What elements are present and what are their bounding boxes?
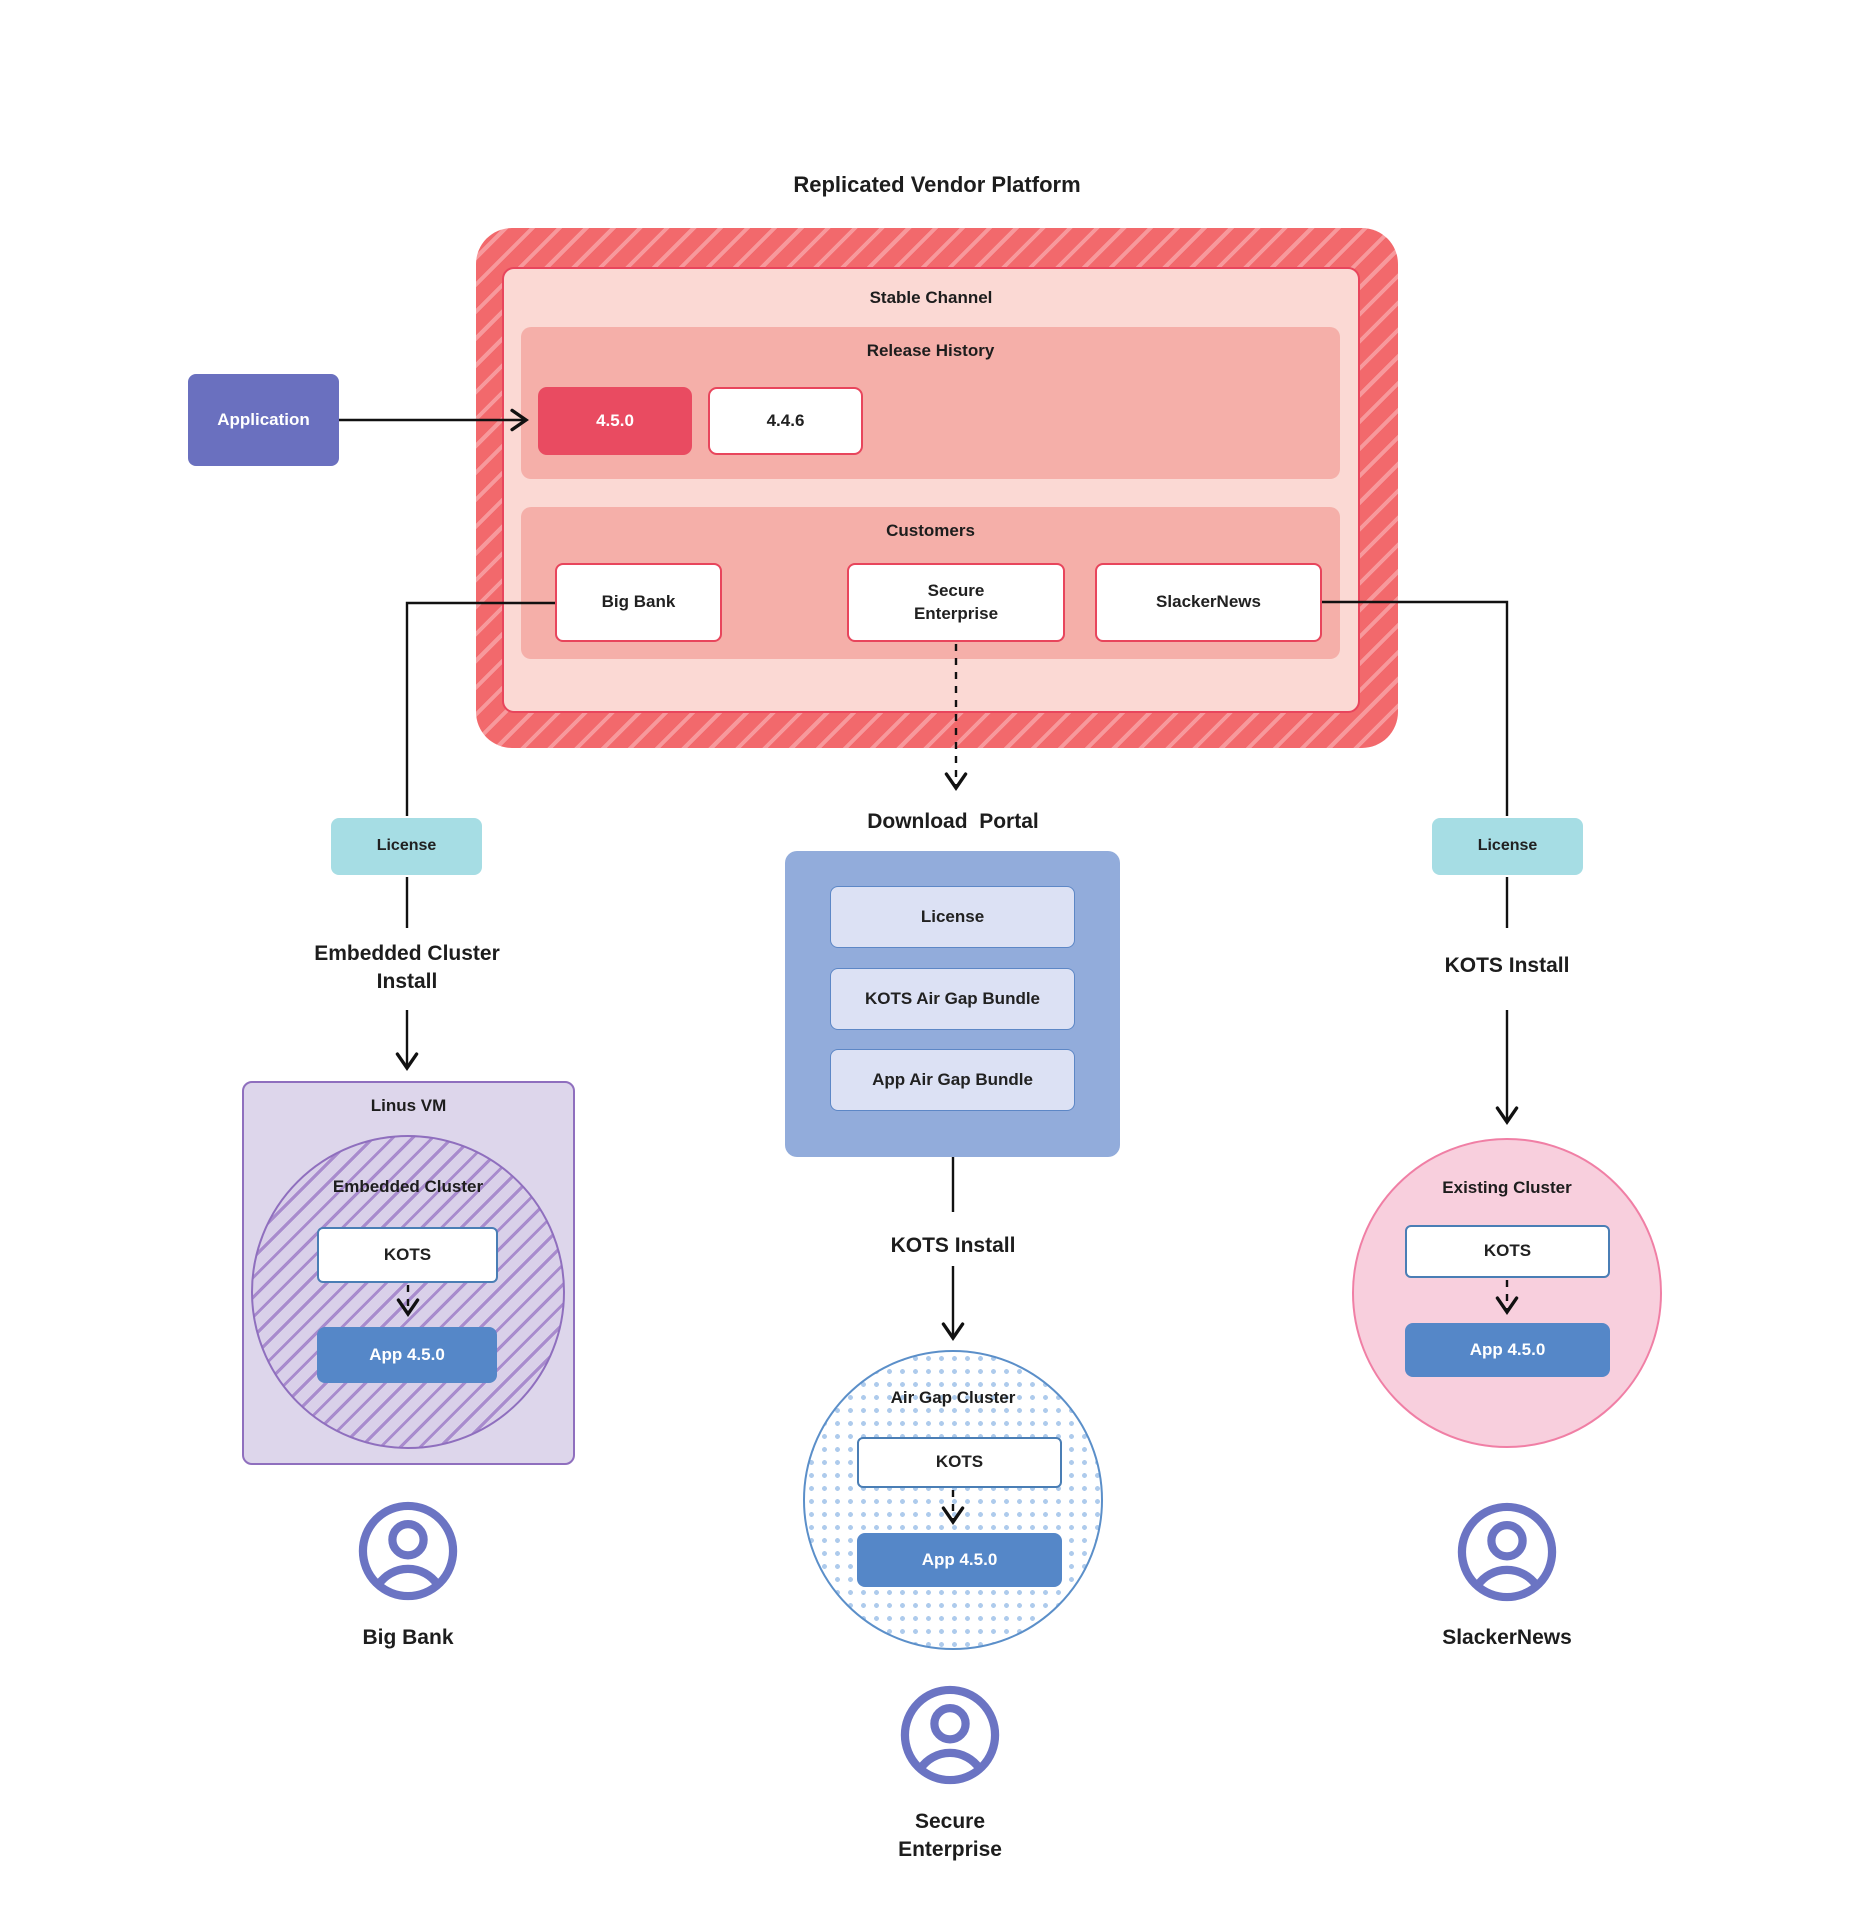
user-icon [1457,1502,1557,1602]
stable-channel-label: Stable Channel [869,288,993,307]
portal-item-kots-airgap-bundle[interactable]: KOTS Air Gap Bundle [830,968,1075,1030]
customer-secure-enterprise-label: Secure Enterprise [913,581,999,623]
user-icon [900,1685,1000,1785]
user-icon [358,1501,458,1601]
embedded-cluster-install-label: Embedded Cluster Install [314,942,500,994]
kots-install-label-right: KOTS Install [1444,954,1570,977]
air-gap-cluster-label: Air Gap Cluster [890,1388,1016,1407]
portal-item-app-airgap-bundle[interactable]: App Air Gap Bundle [830,1049,1075,1111]
download-portal-label: Download Portal [867,810,1039,833]
diagram-title: Replicated Vendor Platform [793,172,1081,197]
application-box: Application [188,374,339,466]
release-version-current[interactable]: 4.5.0 [538,387,692,455]
kots-box-right: KOTS [1405,1225,1610,1278]
kots-box-left: KOTS [317,1227,498,1283]
kots-box-middle: KOTS [857,1437,1062,1488]
customer-slackernews[interactable]: SlackerNews [1095,563,1322,642]
customer-secure-enterprise[interactable]: Secure Enterprise [847,563,1065,642]
release-version-previous[interactable]: 4.4.6 [708,387,863,455]
customer-big-bank[interactable]: Big Bank [555,563,722,642]
embedded-cluster-label: Embedded Cluster [332,1177,484,1196]
app-box-right: App 4.5.0 [1405,1323,1610,1377]
user-label-secure-enterprise: Secure Enterprise [898,1810,1002,1862]
user-label-big-bank: Big Bank [362,1626,454,1649]
linus-vm-label: Linus VM [370,1096,447,1115]
kots-install-label-middle: KOTS Install [890,1234,1016,1257]
customers-label: Customers [886,521,975,540]
customer-big-bank-label: Big Bank [601,592,676,612]
portal-item-license[interactable]: License [830,886,1075,948]
embedded-cluster-circle [251,1135,565,1449]
user-label-slackernews: SlackerNews [1442,1626,1572,1649]
app-box-middle: App 4.5.0 [857,1533,1062,1587]
customer-slackernews-label: SlackerNews [1156,592,1261,612]
existing-cluster-label: Existing Cluster [1442,1178,1572,1197]
app-box-left: App 4.5.0 [317,1327,497,1383]
license-box-left: License [331,818,482,875]
release-history-label: Release History [866,341,995,360]
license-box-right: License [1432,818,1583,875]
